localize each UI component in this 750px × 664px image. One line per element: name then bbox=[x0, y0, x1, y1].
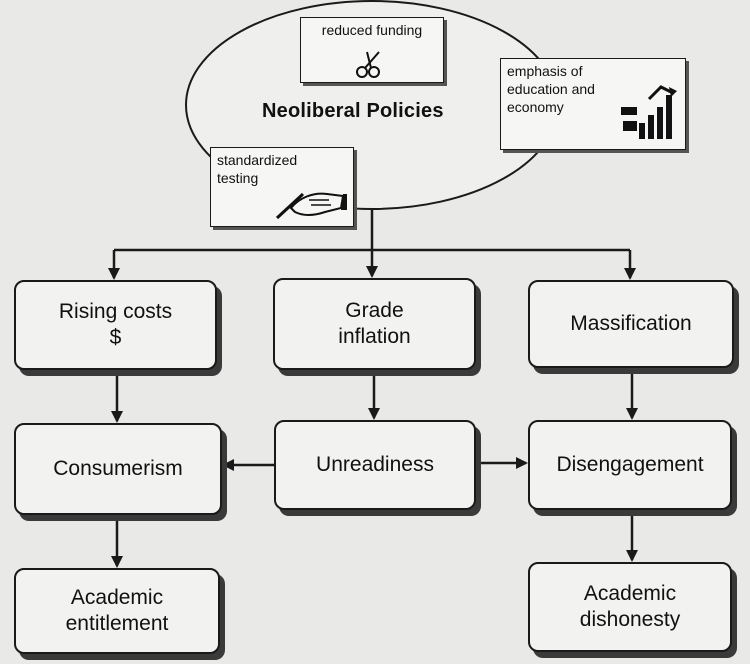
box-grade-inflation-label: Grade inflation bbox=[338, 298, 411, 348]
box-massification: Massification bbox=[528, 280, 734, 368]
box-consumerism: Consumerism bbox=[14, 423, 222, 515]
box-grade-inflation: Grade inflation bbox=[273, 278, 476, 370]
note-standardized-testing-label: standardized testing bbox=[217, 152, 298, 187]
hand-writing-icon bbox=[275, 192, 347, 220]
bar-chart-icon bbox=[621, 85, 677, 139]
box-academic-dishonesty: Academic dishonesty bbox=[528, 562, 732, 652]
box-disengagement-label: Disengagement bbox=[556, 452, 704, 476]
box-academic-entitlement-label: Academic entitlement bbox=[65, 585, 169, 635]
box-rising-costs-label: Rising costs $ bbox=[58, 299, 173, 349]
box-unreadiness: Unreadiness bbox=[274, 420, 476, 510]
note-reduced-funding: reduced funding bbox=[300, 17, 444, 83]
central-policy-title: Neoliberal Policies bbox=[262, 100, 444, 122]
scissors-icon bbox=[356, 51, 380, 78]
box-rising-costs: Rising costs $ bbox=[14, 280, 217, 370]
note-emphasis-label: emphasis of education and economy bbox=[507, 63, 595, 116]
box-massification-label: Massification bbox=[570, 311, 692, 335]
box-disengagement: Disengagement bbox=[528, 420, 732, 510]
note-standardized-testing: standardized testing bbox=[210, 147, 354, 227]
box-academic-dishonesty-label: Academic dishonesty bbox=[579, 581, 681, 631]
note-reduced-funding-label: reduced funding bbox=[321, 22, 423, 38]
box-academic-entitlement: Academic entitlement bbox=[14, 568, 220, 654]
note-emphasis-education-economy: emphasis of education and economy bbox=[500, 58, 686, 150]
box-unreadiness-label: Unreadiness bbox=[316, 452, 434, 476]
box-consumerism-label: Consumerism bbox=[53, 456, 183, 480]
